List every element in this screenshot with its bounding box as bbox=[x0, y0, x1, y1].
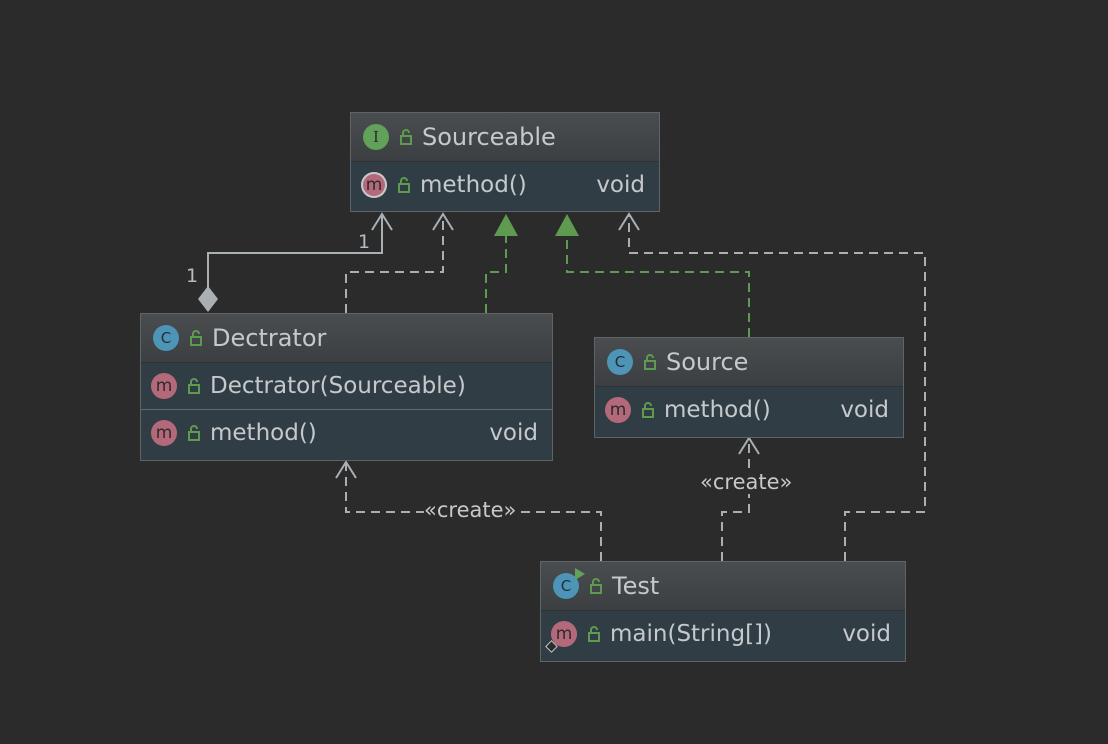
public-lock-icon bbox=[400, 129, 412, 145]
method-icon-letter: m bbox=[555, 624, 573, 644]
public-lock-icon bbox=[588, 626, 600, 642]
method-name: method() bbox=[420, 172, 527, 198]
constructor-row[interactable]: m Dectrator(Sourceable) bbox=[141, 363, 552, 409]
class-icon: C bbox=[607, 349, 633, 375]
method-row[interactable]: m main(String[]) void bbox=[541, 611, 905, 657]
create-edge-test-source[interactable] bbox=[721, 436, 760, 561]
class-name: Source bbox=[666, 348, 749, 376]
public-lock-icon bbox=[398, 177, 410, 193]
class-node-source[interactable]: C Source m method() void bbox=[594, 337, 904, 438]
abstract-method-icon: m bbox=[361, 172, 387, 198]
method-name: method() bbox=[210, 419, 317, 446]
method-icon: m bbox=[605, 397, 631, 423]
public-lock-icon bbox=[590, 578, 602, 594]
public-lock-icon bbox=[642, 402, 654, 418]
class-node-dectrator[interactable]: C Dectrator m Dectrator(Sourceable) m me… bbox=[140, 313, 553, 461]
realization-edge-dectrator[interactable] bbox=[485, 214, 518, 313]
method-row[interactable]: m method() void bbox=[141, 409, 552, 455]
multiplicity-source: 1 bbox=[186, 265, 199, 287]
node-header: I Sourceable bbox=[351, 113, 659, 162]
method-icon: m bbox=[151, 419, 177, 446]
class-icon-letter: C bbox=[560, 577, 572, 595]
class-name: Dectrator bbox=[212, 324, 327, 352]
method-return-type: void bbox=[489, 419, 538, 446]
class-node-test[interactable]: C Test m main(String[]) void bbox=[540, 561, 906, 662]
method-return-type: void bbox=[842, 621, 891, 647]
public-lock-icon bbox=[644, 354, 656, 370]
class-node-sourceable[interactable]: I Sourceable m method() void bbox=[350, 112, 660, 212]
class-name: Test bbox=[612, 572, 660, 600]
public-lock-icon bbox=[188, 424, 200, 441]
dependency-edge-dectrator-sourceable[interactable] bbox=[345, 212, 454, 313]
multiplicity-target: 1 bbox=[358, 231, 371, 253]
public-lock-icon bbox=[190, 330, 202, 346]
node-header: C Test bbox=[541, 562, 905, 611]
method-name: main(String[]) bbox=[610, 621, 772, 647]
method-row[interactable]: m method() void bbox=[351, 162, 659, 208]
static-method-icon: m bbox=[545, 621, 577, 653]
aggregation-edge[interactable] bbox=[198, 212, 393, 312]
class-name: Sourceable bbox=[422, 123, 556, 151]
run-marker-icon bbox=[575, 568, 585, 580]
dependency-edge-test-sourceable[interactable] bbox=[618, 212, 926, 561]
class-icon: C bbox=[153, 325, 179, 351]
create-edge-test-dectrator[interactable] bbox=[335, 460, 602, 561]
constructor-name: Dectrator(Sourceable) bbox=[210, 373, 466, 399]
interface-icon: I bbox=[363, 124, 389, 150]
method-icon: m bbox=[151, 373, 177, 399]
method-name: method() bbox=[664, 397, 771, 423]
method-row[interactable]: m method() void bbox=[595, 387, 903, 433]
method-return-type: void bbox=[596, 172, 645, 198]
create-label-source: «create» bbox=[700, 470, 793, 494]
public-lock-icon bbox=[188, 378, 200, 394]
node-header: C Source bbox=[595, 338, 903, 387]
create-label-dectrator: «create» bbox=[424, 498, 517, 522]
method-return-type: void bbox=[840, 397, 889, 423]
runnable-class-icon: C bbox=[553, 568, 585, 599]
node-header: C Dectrator bbox=[141, 314, 552, 363]
realization-edge-source[interactable] bbox=[555, 214, 750, 337]
